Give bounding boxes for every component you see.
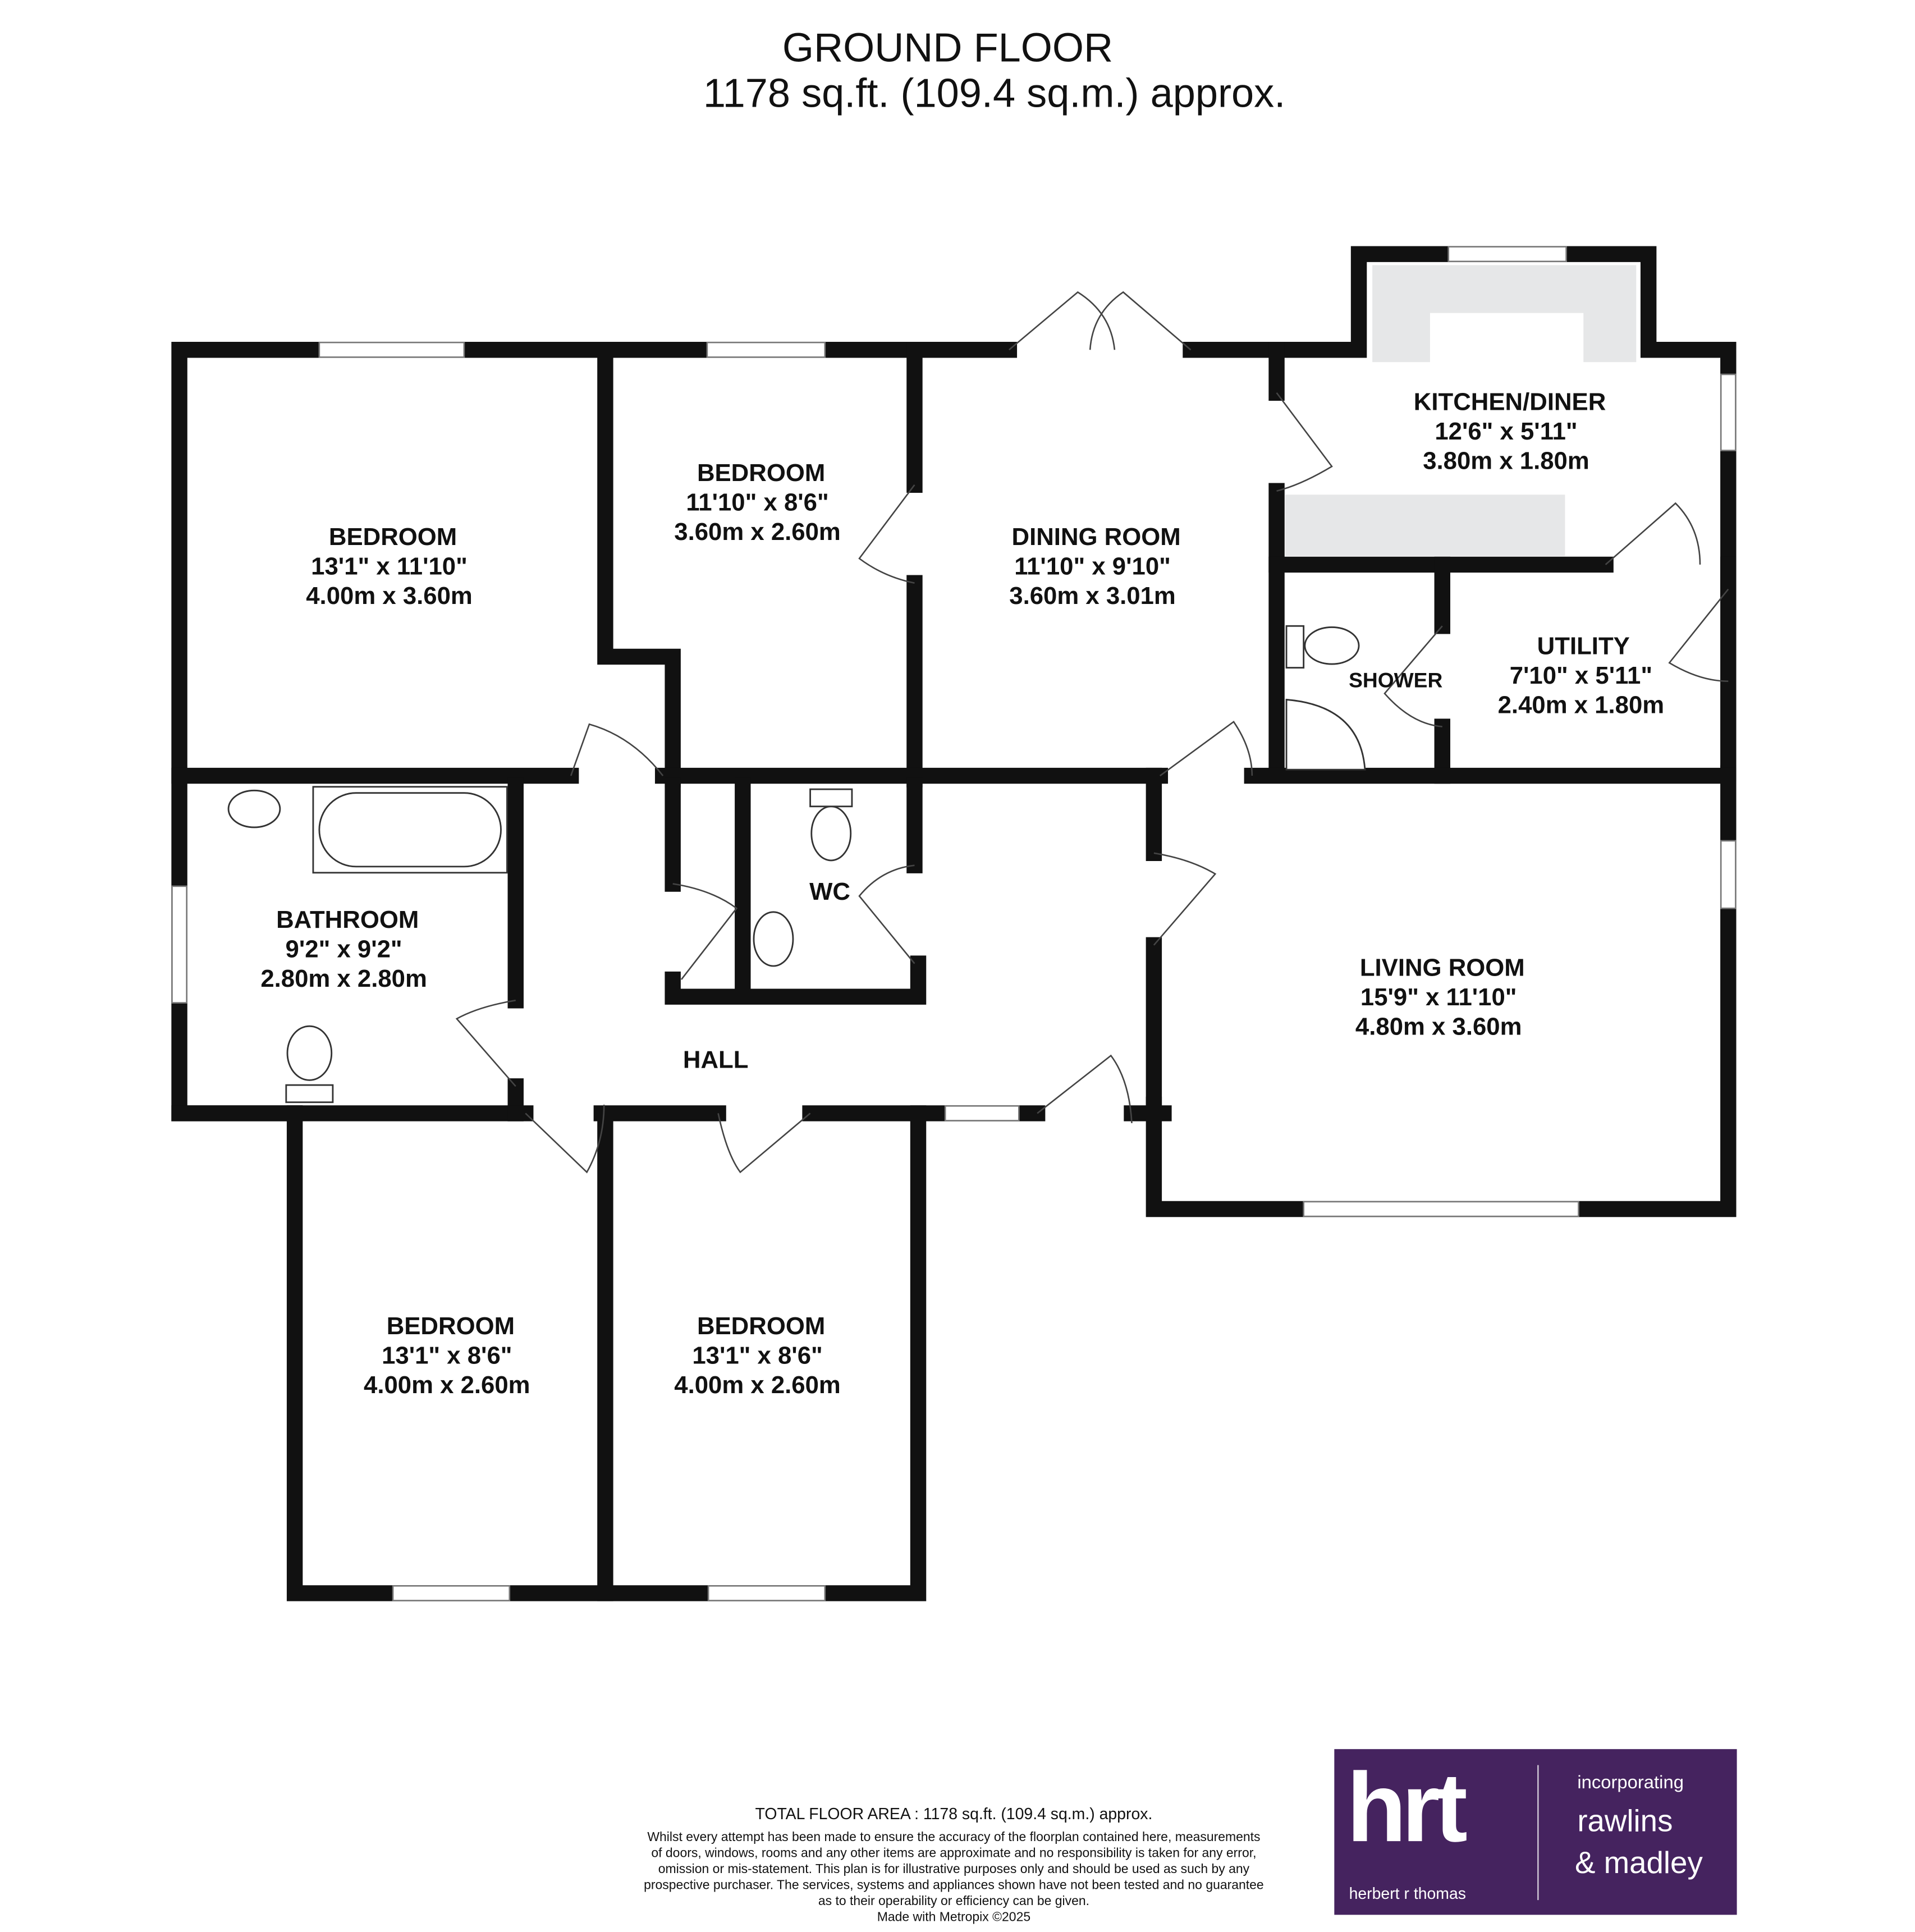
room-metric: 2.80m x 2.80m [260,965,427,992]
logo-partner-line2: & madley [1575,1846,1703,1880]
walls [171,246,1737,1601]
shower-tray [1285,698,1366,771]
room-imperial: 11'10" x 8'6" [686,489,828,516]
logo-partner-line1: rawlins [1577,1804,1673,1838]
room-name: UTILITY [1537,633,1630,660]
toilet [286,1025,333,1081]
logo-mark: hrt [1346,1753,1467,1862]
floor-area: 1178 sq.ft. (109.4 sq.m.) approx. [703,71,1285,116]
disclaimer-line: as to their operability or efficiency ca… [818,1893,1089,1908]
room-metric: 4.80m x 3.60m [1355,1013,1522,1040]
hall-label: HALL [683,1046,749,1074]
logo-incorporating: incorporating [1577,1771,1684,1792]
doors [455,291,1729,1174]
total-floor-area: TOTAL FLOOR AREA : 1178 sq.ft. (109.4 sq… [755,1805,1153,1823]
disclaimer-line: Whilst every attempt has been made to en… [647,1829,1260,1844]
room-name: KITCHEN/DINER [1414,388,1606,415]
company-logo: hrt herbert r thomas incorporating rawli… [1334,1749,1737,1915]
disclaimer-line: of doors, windows, rooms and any other i… [651,1846,1256,1860]
room-imperial: 13'1" x 8'6" [382,1342,512,1370]
room-imperial: 12'6" x 5'11" [1435,418,1577,445]
windows [171,246,1737,1601]
logo-company: herbert r thomas [1349,1885,1466,1903]
fixtures [227,625,1366,1104]
wc-basin [753,911,794,967]
wc-label: WC [809,878,850,905]
room-imperial: 15'9" x 11'10" [1360,983,1517,1011]
room-imperial: 7'10" x 5'11" [1510,662,1652,689]
disclaimer-line: prospective purchaser. The services, sys… [644,1877,1264,1892]
room-metric: 3.60m x 2.60m [674,518,841,546]
room-name: BEDROOM [329,523,457,551]
room-imperial: 11'10" x 9'10" [1014,552,1171,580]
room-imperial: 13'1" x 8'6" [692,1342,822,1370]
shower-label: SHOWER [1349,669,1442,692]
wc-toilet [810,805,852,862]
room-name: LIVING ROOM [1360,954,1525,981]
footer: TOTAL FLOOR AREA : 1178 sq.ft. (109.4 sq… [644,1805,1264,1924]
room-metric: 4.00m x 2.60m [674,1371,841,1399]
room-metric: 4.00m x 3.60m [306,582,473,610]
room-name: BEDROOM [697,1312,825,1340]
room-metric: 4.00m x 2.60m [364,1371,530,1399]
room-imperial: 13'1" x 11'10" [311,552,468,580]
floor-title: GROUND FLOOR [782,25,1113,70]
kitchen-counter [1285,495,1565,556]
kitchen-worktop [1372,265,1637,363]
room-name: DINING ROOM [1012,523,1181,551]
room-name: BEDROOM [697,459,825,487]
shower-toilet [1304,626,1360,665]
room-imperial: 9'2" x 9'2" [286,936,402,963]
room-name: BATHROOM [276,906,419,933]
basin [227,789,281,828]
room-labels: BEDROOM 13'1" x 11'10" 4.00m x 3.60m BED… [260,388,1664,1399]
room-metric: 3.80m x 1.80m [1423,447,1589,474]
made-with: Made with Metropix ©2025 [877,1909,1030,1924]
room-name: BEDROOM [387,1312,515,1340]
room-metric: 3.60m x 3.01m [1009,582,1176,610]
room-metric: 2.40m x 1.80m [1498,692,1665,719]
disclaimer-line: omission or mis-statement. This plan is … [658,1861,1250,1876]
